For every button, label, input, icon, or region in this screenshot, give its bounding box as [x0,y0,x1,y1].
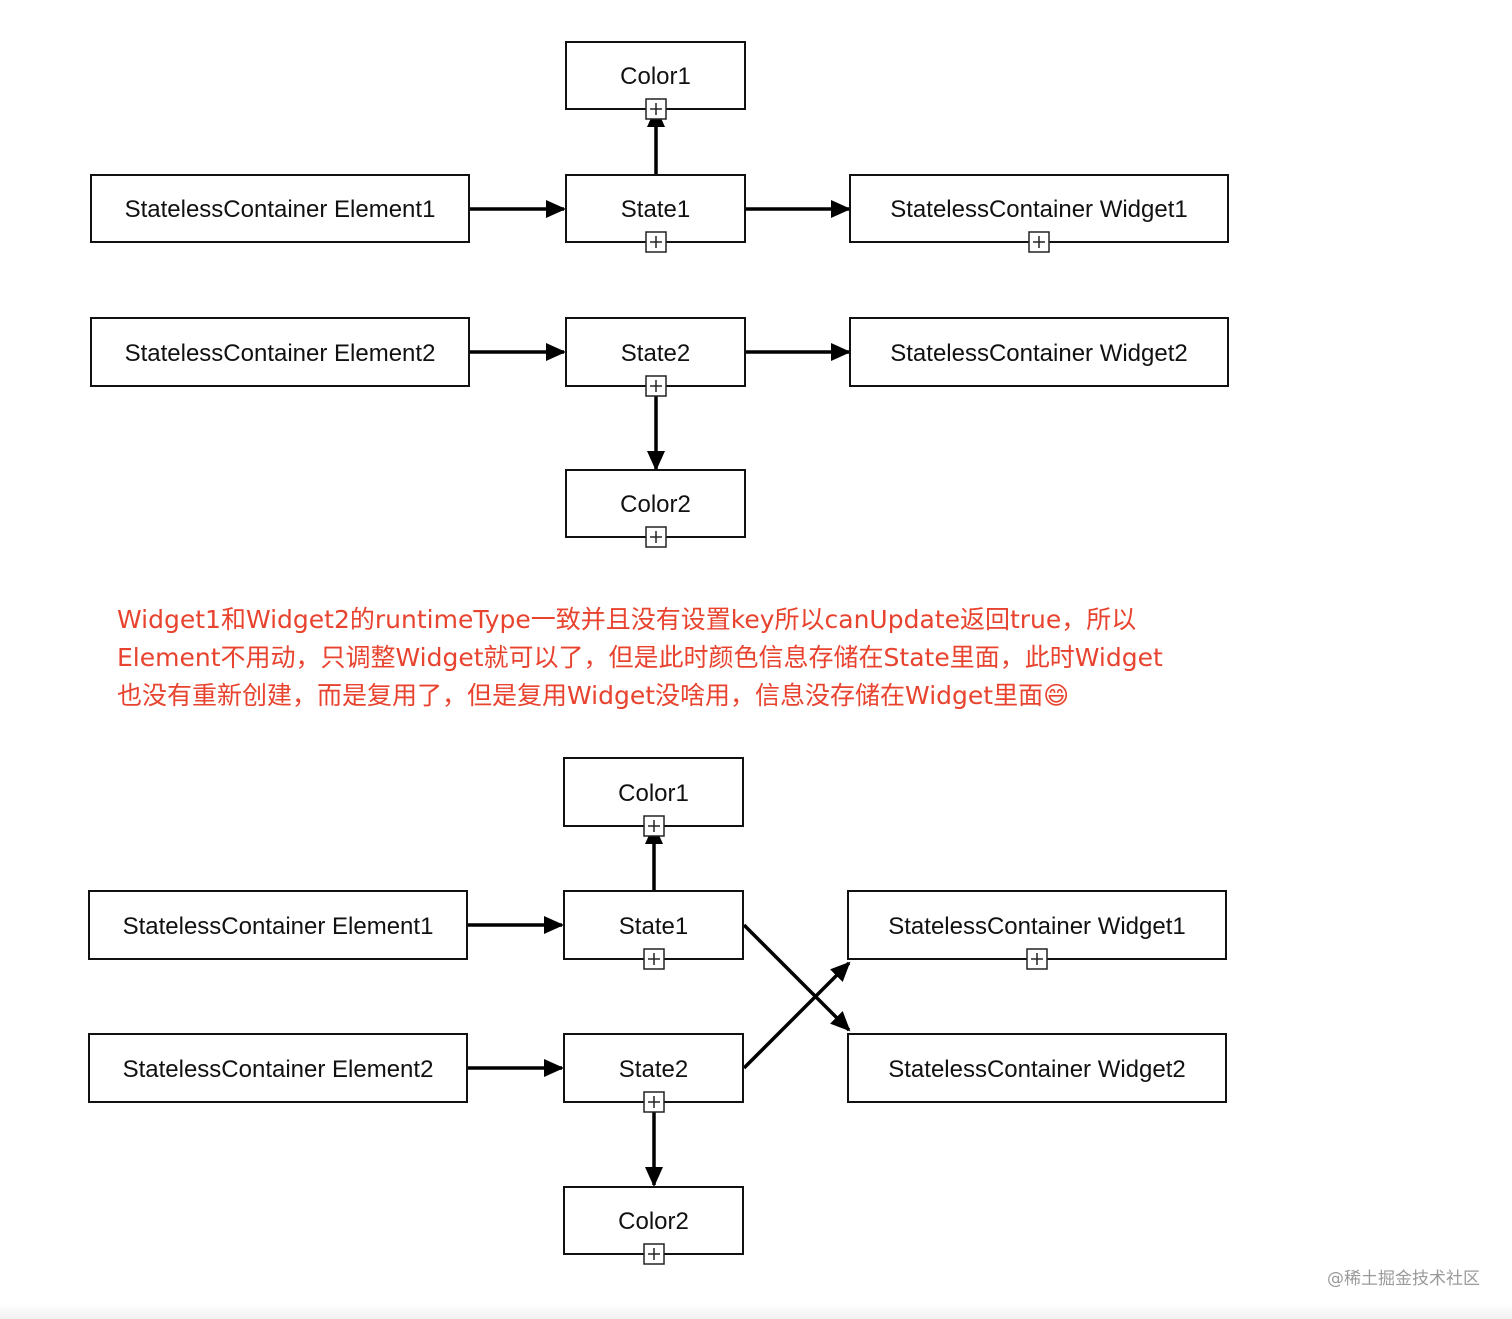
node-label: Color1 [618,780,689,807]
expand-icon[interactable] [645,526,667,548]
note-line: Element不用动，只调整Widget就可以了，但是此时颜色信息存储在Stat… [117,643,1163,672]
node-element1: StatelessContainer Element1 [90,174,470,243]
node-state2: State2 [565,317,746,397]
edge-state1-to-widget2 [742,923,851,1032]
node-label: StatelessContainer Element2 [125,340,436,367]
node-label: StatelessContainer Element1 [125,196,436,223]
explanation-note: Widget1和Widget2的runtimeType一致并且没有设置key所以… [117,601,1207,715]
node-label: State2 [619,1056,688,1083]
expand-icon[interactable] [645,375,667,397]
node-color1: Color1 [563,757,744,837]
node-state2: State2 [563,1033,744,1113]
node-label: StatelessContainer Widget1 [888,913,1186,940]
edge-state2-to-widget1 [742,961,851,1070]
note-line: Widget1和Widget2的runtimeType一致并且没有设置key所以… [117,605,1137,634]
node-label: StatelessContainer Widget2 [890,340,1188,367]
node-color2: Color2 [563,1186,744,1265]
expand-icon[interactable] [643,815,665,837]
node-label: StatelessContainer Widget1 [890,196,1188,223]
node-element1: StatelessContainer Element1 [88,890,468,960]
node-widget1: StatelessContainer Widget1 [847,890,1227,970]
node-state1: State1 [563,890,744,970]
node-label: State2 [621,340,690,367]
node-label: State1 [619,913,688,940]
node-element2: StatelessContainer Element2 [90,317,470,387]
bottom-strip [0,1303,1512,1319]
edges-after [468,824,851,1187]
node-widget2: StatelessContainer Widget2 [849,317,1229,387]
node-label: Color2 [618,1208,689,1235]
node-label: Color1 [620,63,691,90]
node-color2: Color2 [565,469,746,548]
expand-icon[interactable] [1026,948,1048,970]
node-label: StatelessContainer Element1 [123,913,434,940]
node-label: StatelessContainer Widget2 [888,1056,1186,1083]
diagram-before: Color1 StatelessContainer Element1 State… [90,41,1229,548]
expand-icon[interactable] [643,948,665,970]
node-label: StatelessContainer Element2 [123,1056,434,1083]
expand-icon[interactable] [643,1091,665,1113]
node-label: Color2 [620,491,691,518]
note-line: 也没有重新创建，而是复用了，但是复用Widget没啥用，信息没存储在Widget… [117,681,1070,710]
node-color1: Color1 [565,41,746,120]
diagram-after: Color1 StatelessContainer Element1 State… [88,757,1227,1265]
expand-icon[interactable] [643,1243,665,1265]
node-label: State1 [621,196,690,223]
expand-icon[interactable] [645,231,667,253]
node-widget2: StatelessContainer Widget2 [847,1033,1227,1103]
node-element2: StatelessContainer Element2 [88,1033,468,1103]
watermark: @稀土掘金技术社区 [1327,1269,1480,1289]
expand-icon[interactable] [1028,231,1050,253]
node-state1: State1 [565,174,746,253]
edges-before [470,107,851,471]
node-widget1: StatelessContainer Widget1 [849,174,1229,253]
expand-icon[interactable] [645,98,667,120]
